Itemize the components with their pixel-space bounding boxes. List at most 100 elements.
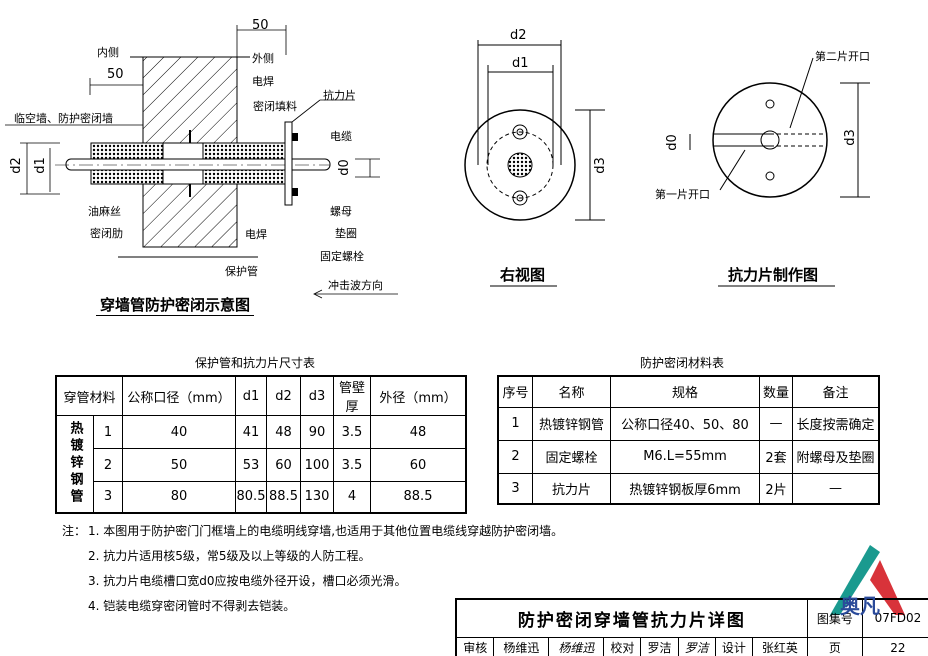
cell: 40: [122, 415, 236, 449]
label-wall: 临空墙、防护密闭墙: [14, 112, 113, 125]
label-weld-bottom: 电焊: [245, 228, 267, 241]
cell: 1: [93, 415, 123, 449]
th-d2: d2: [266, 375, 301, 416]
cell: 公称口径40、50、80: [610, 406, 760, 441]
label-plate: 抗力片: [323, 89, 356, 102]
rv-d2: d2: [510, 28, 527, 43]
diagram1-title: 穿墙管防护密闭示意图: [96, 294, 255, 316]
th-qty: 数量: [759, 375, 793, 408]
label-rib: 密闭肋: [90, 227, 123, 240]
check-label: 校对: [603, 636, 642, 656]
note-4: 4. 铠装电缆穿密闭管时不得剥去铠装。: [88, 599, 296, 613]
plate-d3: d3: [842, 129, 858, 146]
review-label: 审核: [455, 636, 495, 656]
cell: 80: [122, 481, 236, 513]
designer-name: 张红英: [751, 636, 808, 656]
cell: 90: [300, 415, 334, 449]
label-outer: 外侧: [252, 52, 274, 65]
cell: 2: [497, 439, 533, 474]
right-view: [464, 40, 605, 221]
cell: 附螺母及垫圈: [792, 439, 880, 474]
cell: 88.5: [266, 481, 301, 513]
plate-drawing: [689, 57, 870, 198]
th-remark: 备注: [792, 375, 880, 408]
reviewer-signature: 杨维迅: [548, 636, 605, 656]
cell: 3: [93, 481, 123, 513]
reviewer-name: 杨维迅: [493, 636, 550, 656]
notes-prefix: 注：: [62, 524, 87, 538]
label-cable: 电缆: [330, 130, 352, 143]
cable: [65, 158, 331, 171]
diagram2-title: 右视图: [500, 266, 546, 284]
cell: 热镀锌钢管: [532, 406, 611, 441]
cell: 88.5: [370, 481, 467, 513]
cell: 3.5: [333, 415, 371, 449]
cell: 3.5: [333, 448, 371, 482]
plate-d0: d0: [664, 134, 680, 151]
label-bolt: 固定螺栓: [320, 250, 364, 263]
th-spec: 规格: [610, 375, 760, 408]
dim-top: 50: [252, 18, 269, 33]
cell: 3: [497, 472, 533, 505]
cell: 长度按需确定: [792, 406, 880, 441]
cell: 2套: [759, 439, 793, 474]
note-2: 2. 抗力片适用核5级，常5级及以上等级的人防工程。: [88, 549, 371, 563]
th-d3: d3: [300, 375, 334, 416]
atlas-number: 07FD02: [861, 598, 928, 638]
cell: —: [759, 406, 793, 441]
label-weld-top: 电焊: [252, 75, 274, 88]
label-inner: 内侧: [97, 46, 119, 59]
diagram3-title: 抗力片制作图: [728, 266, 819, 284]
th-od: 外径（mm）: [370, 375, 467, 416]
th-d1: d1: [235, 375, 267, 416]
cell: 1: [497, 406, 533, 441]
cell: 80.5: [235, 481, 267, 513]
rv-d1: d1: [512, 56, 529, 71]
cell: 48: [266, 415, 301, 449]
cell: M6.L=55mm: [610, 439, 760, 474]
cell: 50: [122, 448, 236, 482]
dimension-lines: [5, 25, 398, 299]
cell: 100: [300, 448, 334, 482]
drawing-title: 防护密闭穿墙管抗力片详图: [455, 598, 808, 638]
design-label: 设计: [714, 636, 753, 656]
cell: 固定螺栓: [532, 439, 611, 474]
table1-title: 保护管和抗力片尺寸表: [195, 356, 316, 370]
note-1: 1. 本图用于防护密门门框墙上的电缆明线穿墙,也适用于其他位置电缆线穿越防护密闭…: [88, 524, 564, 538]
th-nominal: 公称口径（mm）: [122, 375, 236, 416]
checker-name: 罗洁: [640, 636, 679, 656]
cell: 130: [300, 481, 334, 513]
label-slot2: 第二片开口: [815, 50, 870, 63]
cell: 60: [266, 448, 301, 482]
cell: 抗力片: [532, 472, 611, 505]
label-d1: d1: [32, 157, 48, 174]
cell: 41: [235, 415, 267, 449]
label-d2: d2: [8, 157, 24, 174]
dim-inner: 50: [107, 67, 124, 82]
atlas-label: 图集号: [806, 598, 863, 638]
th-name: 名称: [532, 375, 611, 408]
page-label: 页: [806, 636, 863, 656]
th-wall: 管壁厚: [333, 375, 371, 416]
label-washer: 垫圈: [335, 227, 357, 240]
label-seal-fill: 密闭填料: [253, 100, 297, 113]
th-material: 穿管材料: [55, 375, 123, 416]
label-slot1: 第一片开口: [655, 188, 710, 201]
label-oakum: 油麻丝: [88, 205, 121, 218]
cell: 53: [235, 448, 267, 482]
material-cell: 热镀锌钢管: [55, 415, 94, 513]
cell: 2: [93, 448, 123, 482]
label-shock: 冲击波方向: [328, 279, 383, 292]
cell: 2片: [759, 472, 793, 505]
checker-signature: 罗洁: [677, 636, 716, 656]
